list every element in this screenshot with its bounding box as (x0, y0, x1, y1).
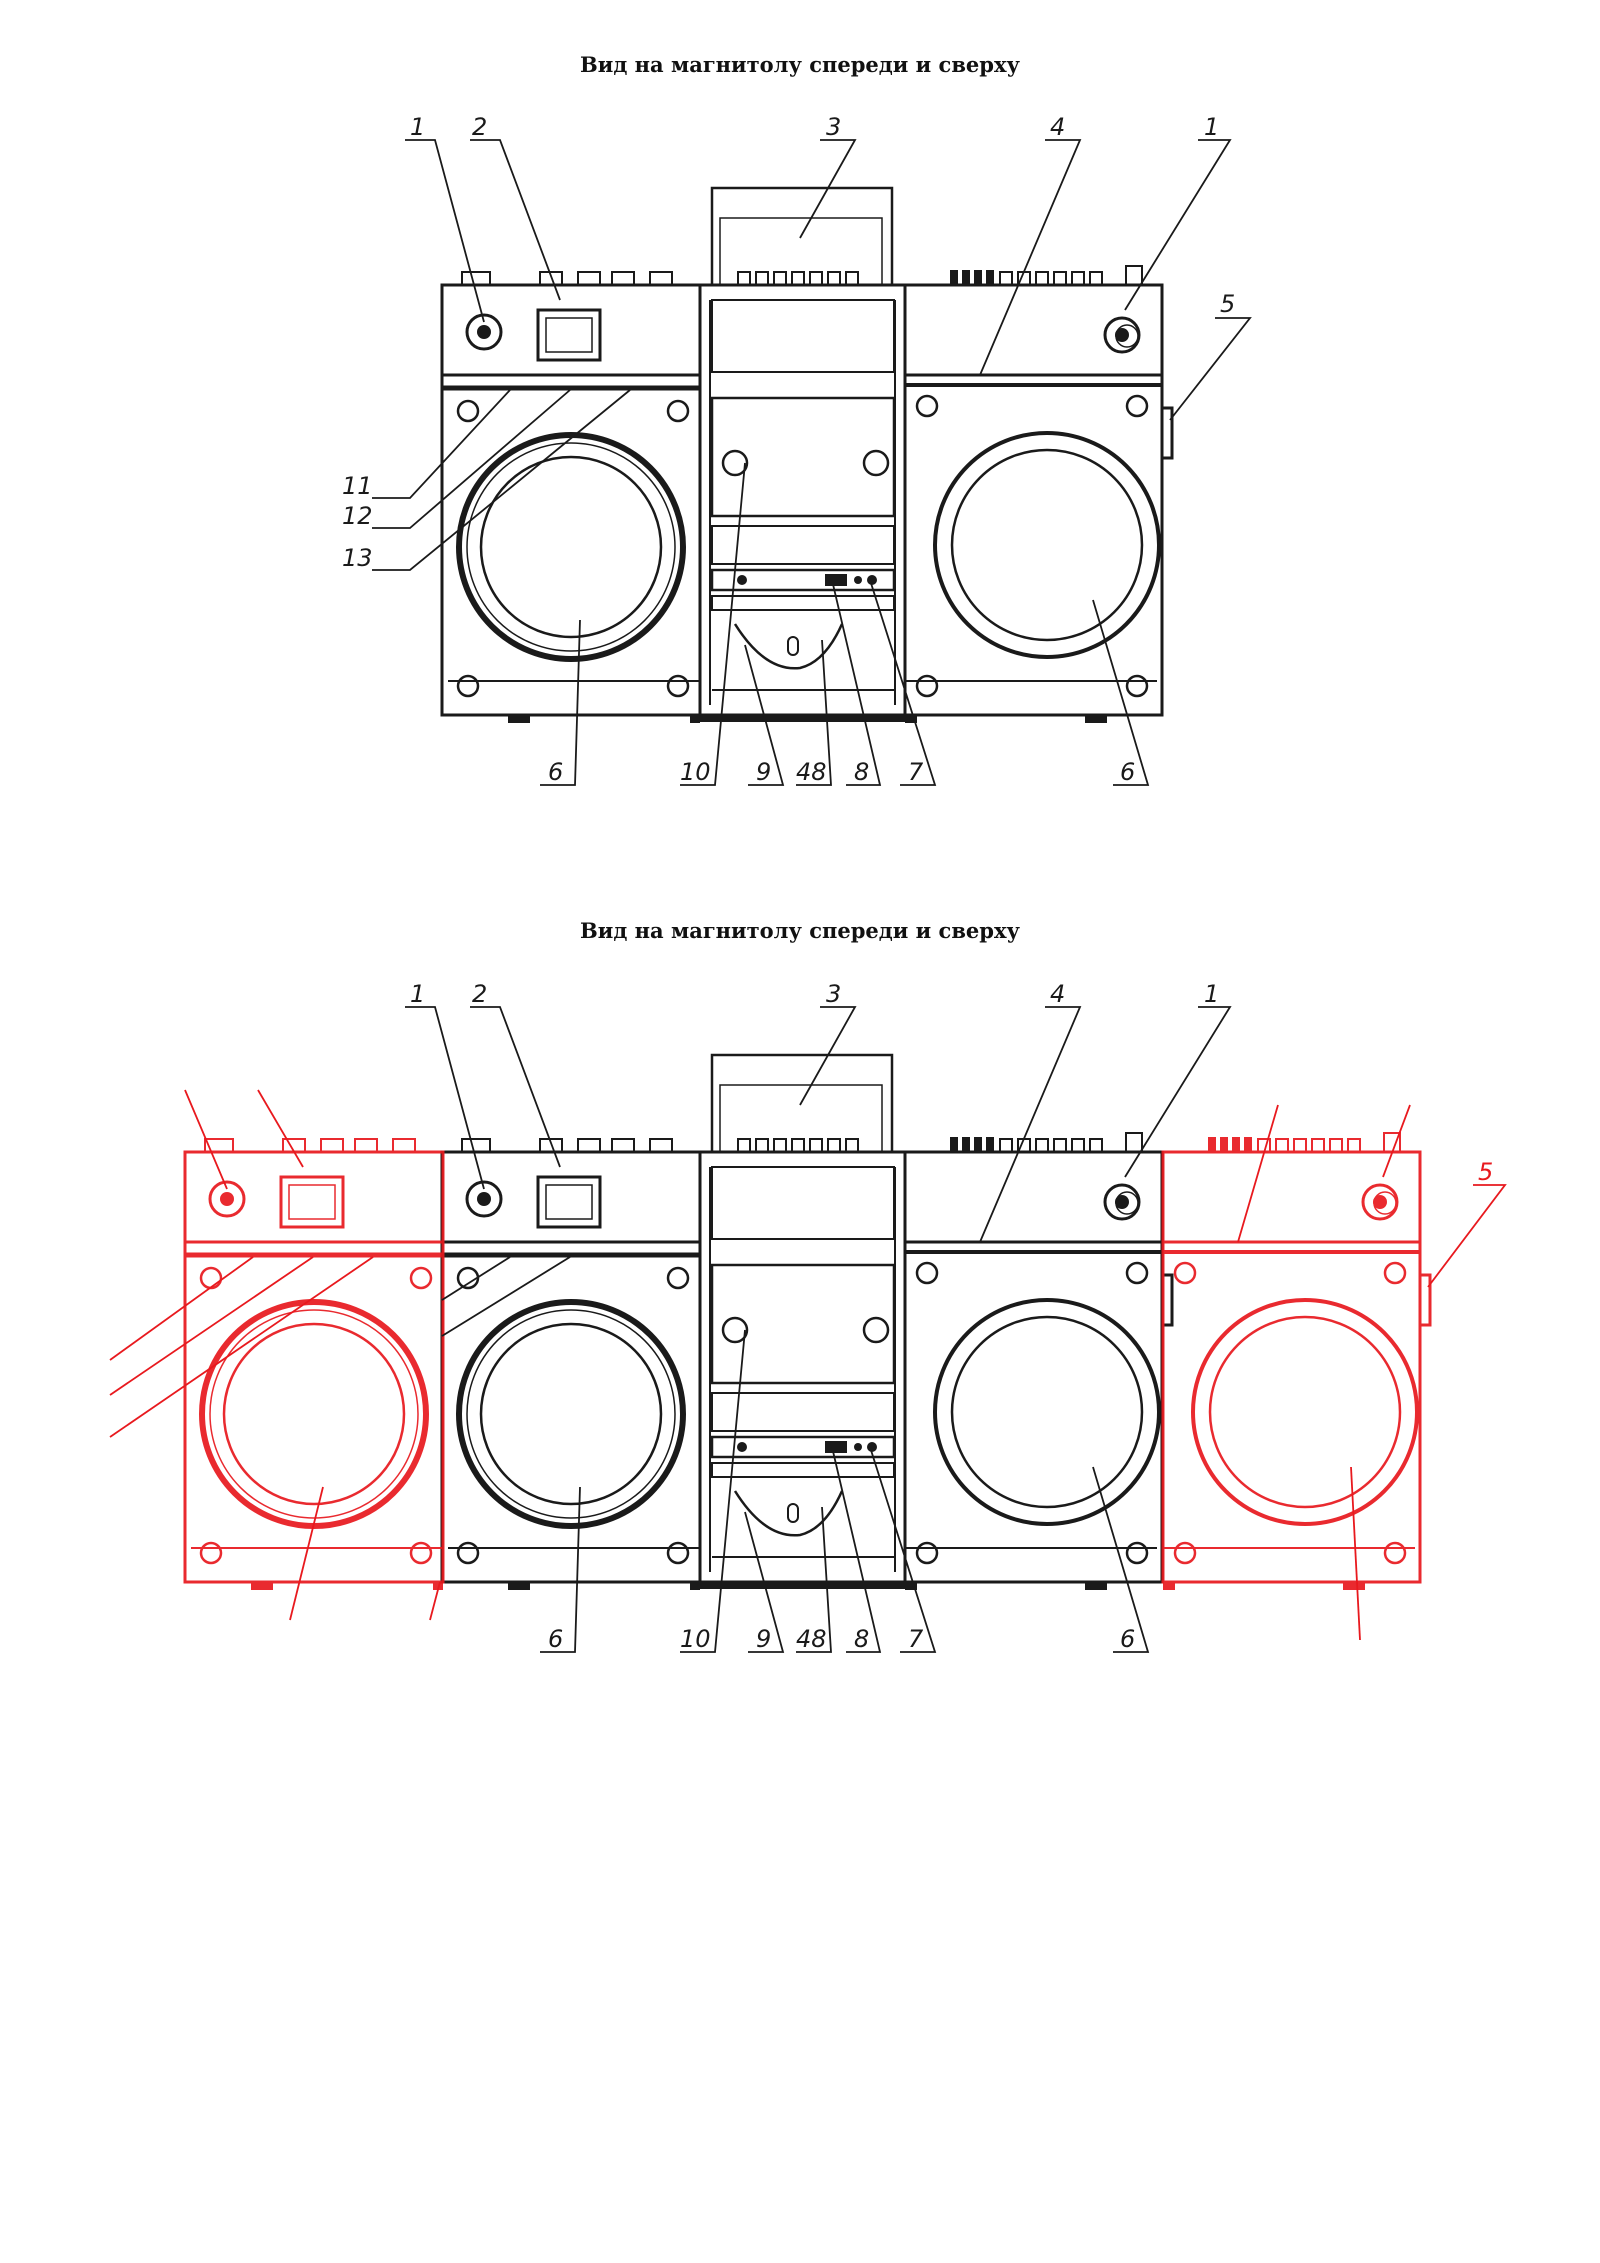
leader-lines (372, 139, 1252, 786)
callout-12: 12 (342, 502, 373, 530)
callout-1: 1 (1204, 113, 1219, 141)
left-speaker-section (442, 1139, 700, 1590)
callout-6: 6 (548, 758, 563, 786)
cassette-section (698, 1053, 907, 1591)
callout-4: 4 (1050, 980, 1065, 1008)
callout-48: 48 (796, 1625, 827, 1653)
callout-10: 10 (680, 758, 711, 786)
callout-5: 5 (1478, 1158, 1493, 1186)
cassette-section (698, 186, 907, 724)
right-speaker-section (903, 264, 1174, 725)
right-speaker-section (903, 1131, 1174, 1592)
callout-labels: 1 2 3 4 1 5 11 12 13 6 10 9 48 8 7 6 (342, 113, 1235, 786)
callout-13: 13 (342, 544, 373, 572)
callout-3: 3 (826, 980, 841, 1008)
left-speaker-section (442, 272, 700, 723)
radio-cassette-diagram-bottom: 1 2 3 4 1 6 10 9 48 8 7 6 5 (109, 980, 1507, 1653)
extended-right-speaker-section (1161, 1131, 1432, 1592)
callout-8: 8 (854, 1625, 869, 1653)
callout-8: 8 (854, 758, 869, 786)
leader-lines (405, 1006, 1232, 1653)
callout-7: 7 (908, 1625, 924, 1653)
callout-6: 6 (1120, 1625, 1135, 1653)
callout-2: 2 (472, 980, 487, 1008)
callout-2: 2 (472, 113, 487, 141)
callout-1: 1 (1204, 980, 1219, 1008)
callout-48: 48 (796, 758, 827, 786)
callout-3: 3 (826, 113, 841, 141)
callout-9: 9 (756, 1625, 771, 1653)
radio-cassette-diagram-top: 1 2 3 4 1 5 11 12 13 6 10 9 48 8 7 6 (342, 113, 1252, 786)
callout-10: 10 (680, 1625, 711, 1653)
red-leader-lines (109, 1089, 1507, 1641)
callout-1: 1 (410, 980, 425, 1008)
callout-1: 1 (410, 113, 425, 141)
callout-7: 7 (908, 758, 924, 786)
callout-4: 4 (1050, 113, 1065, 141)
callout-9: 9 (756, 758, 771, 786)
callout-labels: 1 2 3 4 1 6 10 9 48 8 7 6 (410, 980, 1219, 1653)
callout-5: 5 (1220, 290, 1235, 318)
callout-6: 6 (1120, 758, 1135, 786)
diagram-title-top: Вид на магнитолу спереди и сверху (580, 52, 1020, 77)
callout-11: 11 (342, 472, 373, 500)
diagram-title-bottom: Вид на магнитолу спереди и сверху (580, 918, 1020, 943)
callout-6: 6 (548, 1625, 563, 1653)
